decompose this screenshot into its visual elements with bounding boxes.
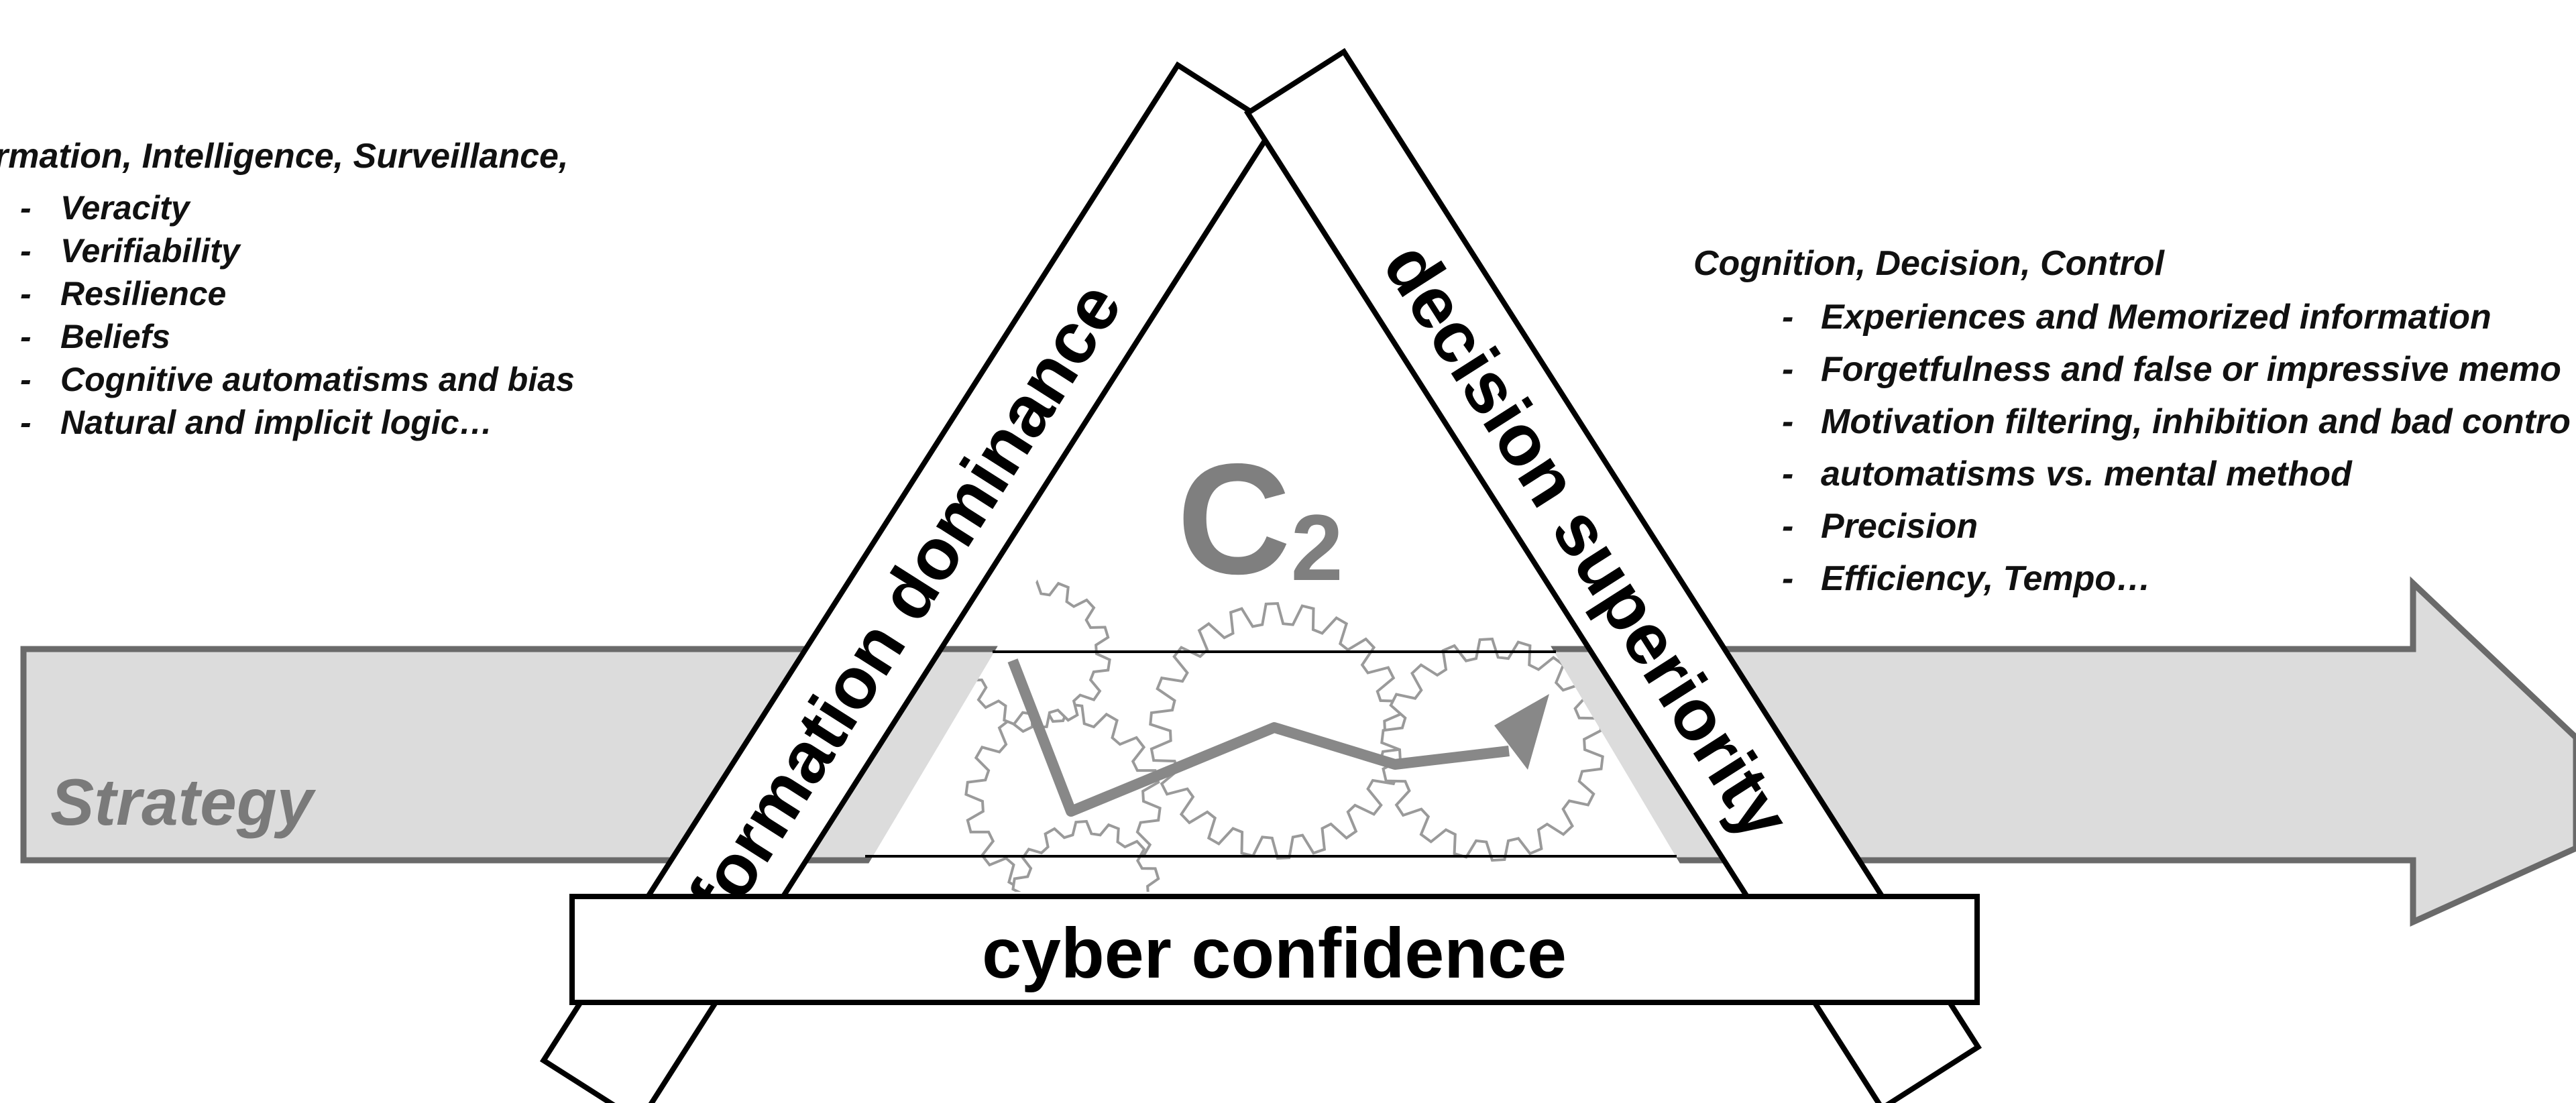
right-panel-heading: Cognition, Decision, Control xyxy=(1693,244,2166,283)
bar-label-cyber-confidence: cyber confidence xyxy=(982,914,1567,993)
left-panel-heading: rmation, Intelligence, Surveillance, xyxy=(0,137,568,176)
right-panel-bullet: - xyxy=(1782,455,1793,494)
right-panel-bullet: - xyxy=(1782,507,1793,546)
left-panel-bullet: - xyxy=(20,275,32,312)
c2-subscript: 2 xyxy=(1291,495,1343,600)
left-panel-bullet: - xyxy=(20,232,32,270)
trend-line xyxy=(1007,658,1510,817)
right-panel-bullet: - xyxy=(1782,402,1793,441)
left-panel: rmation, Intelligence, Surveillance, -Ve… xyxy=(0,137,575,441)
left-panel-item: Verifiability xyxy=(60,232,241,270)
right-panel-item: Forgetfulness and false or impressive me… xyxy=(1821,350,2561,389)
right-panel-bullet: - xyxy=(1782,350,1793,389)
strategy-label: Strategy xyxy=(50,765,317,839)
c2-main: C xyxy=(1177,430,1291,607)
left-panel-item: Natural and implicit logic… xyxy=(60,404,493,441)
right-panel-item: Precision xyxy=(1821,507,1978,546)
right-panel-bullet: - xyxy=(1782,298,1793,337)
left-panel-item: Resilience xyxy=(60,275,226,312)
right-panel: Cognition, Decision, Control -Experience… xyxy=(1693,244,2571,598)
c2-label: C2 xyxy=(1177,430,1343,607)
bar-cyber-confidence: cyber confidence xyxy=(569,894,1980,1005)
left-panel-item: Cognitive automatisms and bias xyxy=(60,361,575,398)
gear-icon xyxy=(1011,819,1162,892)
right-panel-item: Motivation filtering, inhibition and bad… xyxy=(1821,402,2571,441)
right-panel-item: Efficiency, Tempo… xyxy=(1821,559,2151,598)
left-panel-bullet: - xyxy=(20,361,32,398)
left-panel-item: Veracity xyxy=(60,189,191,227)
right-panel-bullet: - xyxy=(1782,559,1793,598)
left-panel-item: Beliefs xyxy=(60,318,170,355)
left-panel-bullet: - xyxy=(20,404,32,441)
trend-arrowhead-icon xyxy=(1494,694,1549,770)
right-panel-item: Experiences and Memorized information xyxy=(1821,298,2491,337)
right-panel-item: automatisms vs. mental method xyxy=(1821,455,2353,494)
left-panel-bullet: - xyxy=(20,318,32,355)
left-panel-bullet: - xyxy=(20,189,32,227)
